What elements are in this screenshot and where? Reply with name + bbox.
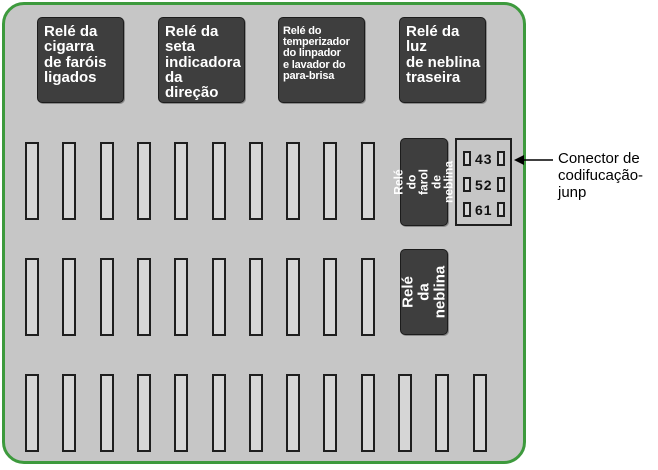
fuse-top-7 <box>248 142 263 220</box>
fuse-top-10 <box>360 142 375 220</box>
fuse-middle-2 <box>62 258 77 336</box>
connector-code-3: 61 <box>475 202 493 218</box>
fuse-bottom-8 <box>286 374 301 452</box>
fuse-middle-6 <box>211 258 226 336</box>
fuse-bottom-12 <box>435 374 450 452</box>
fuse-top-5 <box>174 142 189 220</box>
fuse-top-6 <box>211 142 226 220</box>
fuse-top-3 <box>99 142 114 220</box>
connector-callout-label: Conector de codifucação- junp <box>558 150 644 201</box>
relay-headlight-lighter: Relé da cigarra de faróis ligados <box>37 17 124 103</box>
fuse-bottom-6 <box>211 374 226 452</box>
connector-code-1: 43 <box>475 151 493 167</box>
relay-wiper-washer-label: Relé do temperizador do linpador e lavad… <box>283 25 350 82</box>
connector-pin-right-1 <box>497 151 505 166</box>
fuse-bottom-13 <box>472 374 487 452</box>
fuse-middle-8 <box>286 258 301 336</box>
relay-wiper-washer: Relé do temperizador do linpador e lavad… <box>278 17 365 103</box>
connector-pin-left-1 <box>463 151 471 166</box>
fuse-bottom-5 <box>174 374 189 452</box>
fuse-middle-9 <box>323 258 338 336</box>
fuse-bottom-9 <box>323 374 338 452</box>
fuse-top-4 <box>136 142 151 220</box>
coding-connector: 43 52 61 <box>455 138 512 226</box>
connector-pin-right-3 <box>497 202 505 217</box>
fuse-bottom-1 <box>25 374 39 452</box>
relay-turn-signal-label: Relé da seta indicadora da direção <box>165 23 241 102</box>
relay-fog-lamp: Relé do farol de neblina <box>392 138 456 226</box>
relay-turn-signal: Relé da seta indicadora da direção <box>158 17 245 103</box>
fuse-bottom-4 <box>136 374 151 452</box>
fuse-middle-4 <box>136 258 151 336</box>
fuse-bottom-2 <box>62 374 77 452</box>
relay-rear-fog-light: Relé da luz de neblina traseira <box>399 17 486 103</box>
fuse-middle-7 <box>248 258 263 336</box>
connector-code-2: 52 <box>475 177 493 193</box>
relay-rear-fog-light-label: Relé da luz de neblina traseira <box>406 23 481 86</box>
connector-pin-left-2 <box>463 177 471 192</box>
fuse-top-1 <box>25 142 39 220</box>
fuse-middle-5 <box>174 258 189 336</box>
relay-headlight-lighter-label: Relé da cigarra de faróis ligados <box>44 23 107 86</box>
fuse-top-9 <box>323 142 338 220</box>
fuse-bottom-7 <box>248 374 263 452</box>
fuse-bottom-3 <box>99 374 114 452</box>
fuse-top-2 <box>62 142 77 220</box>
fuse-middle-3 <box>99 258 114 336</box>
fuse-middle-10 <box>360 258 375 336</box>
fuse-bottom-10 <box>360 374 375 452</box>
connector-pin-right-2 <box>497 177 505 192</box>
connector-pin-left-3 <box>463 202 471 217</box>
fuse-top-8 <box>286 142 301 220</box>
fuse-middle-1 <box>25 258 39 336</box>
relay-fog: Relé da neblina <box>399 249 448 335</box>
fuse-bottom-11 <box>398 374 412 452</box>
